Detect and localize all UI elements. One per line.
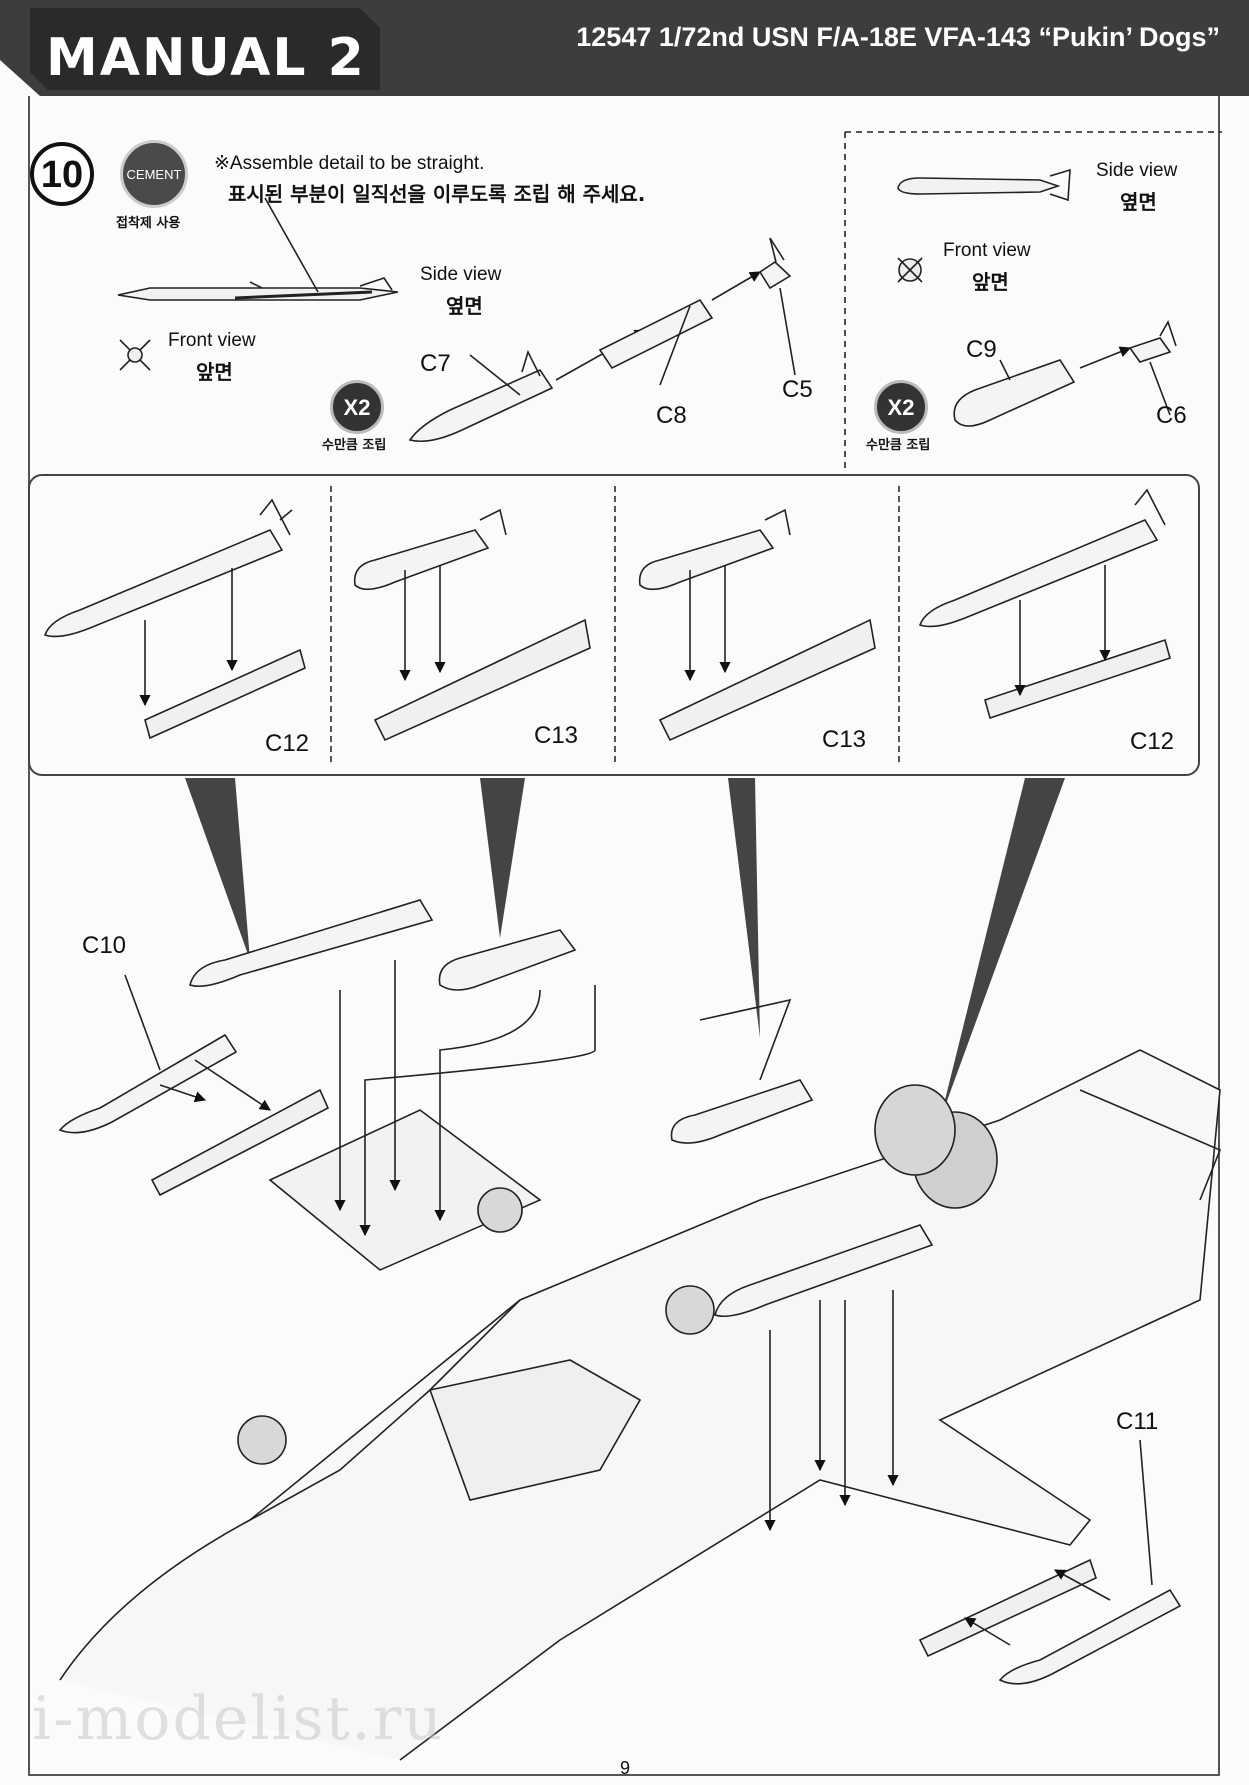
page-number: 9 bbox=[619, 1758, 630, 1778]
front-view-ko: 앞면 bbox=[196, 360, 233, 384]
header-band bbox=[0, 0, 1249, 96]
quantity-note-2: 수만큼 조립 bbox=[866, 438, 931, 453]
part-c9: C9 bbox=[966, 336, 997, 363]
front-view-ko-2: 앞면 bbox=[972, 270, 1009, 294]
cement-icon: CEMENT bbox=[120, 140, 188, 208]
cement-label: CEMENT bbox=[126, 167, 182, 182]
part-c6: C6 bbox=[1156, 402, 1187, 429]
part-c8: C8 bbox=[656, 402, 687, 429]
step-number: 10 bbox=[40, 154, 84, 196]
panel-divider-1 bbox=[330, 486, 332, 762]
assembly-note-en: ※Assemble detail to be straight. bbox=[214, 153, 485, 174]
pylon-label-4: C12 bbox=[1130, 728, 1175, 755]
quantity-note: 수만큼 조립 bbox=[322, 438, 387, 453]
product-title: 12547 1/72nd USN F/A-18E VFA-143 “Pukin’… bbox=[576, 22, 1220, 52]
panel-divider-2 bbox=[614, 486, 616, 762]
quantity-badge-text: X2 bbox=[343, 395, 371, 420]
side-view-label: Side view bbox=[420, 264, 502, 285]
pylon-label-2: C13 bbox=[534, 722, 579, 749]
watermark: i-modelist.ru bbox=[32, 1684, 445, 1754]
panel-divider-3 bbox=[898, 486, 900, 762]
part-c5: C5 bbox=[782, 376, 813, 403]
side-view-label-2: Side view bbox=[1096, 160, 1178, 181]
step-number-circle: 10 bbox=[30, 142, 94, 206]
front-view-label-2: Front view bbox=[943, 240, 1031, 261]
part-c7: C7 bbox=[420, 350, 451, 377]
quantity-badge-2: X2 bbox=[874, 380, 928, 434]
assembly-note-ko: 표시된 부분이 일직선을 이루도록 조립 해 주세요. bbox=[228, 182, 646, 206]
quantity-badge: X2 bbox=[330, 380, 384, 434]
manual-title: MANUAL 2 bbox=[46, 28, 366, 88]
page-frame bbox=[28, 96, 1220, 1776]
part-c10: C10 bbox=[82, 932, 127, 959]
pylon-assembly-box bbox=[28, 474, 1200, 776]
side-view-ko: 옆면 bbox=[446, 294, 483, 318]
pylon-label-1: C12 bbox=[265, 730, 310, 757]
front-view-label: Front view bbox=[168, 330, 256, 351]
cement-note: 접착제 사용 bbox=[116, 216, 181, 231]
quantity-badge-text-2: X2 bbox=[887, 395, 915, 420]
pylon-label-3: C13 bbox=[822, 726, 867, 753]
part-c11: C11 bbox=[1116, 1408, 1159, 1435]
side-view-ko-2: 옆면 bbox=[1120, 190, 1157, 214]
